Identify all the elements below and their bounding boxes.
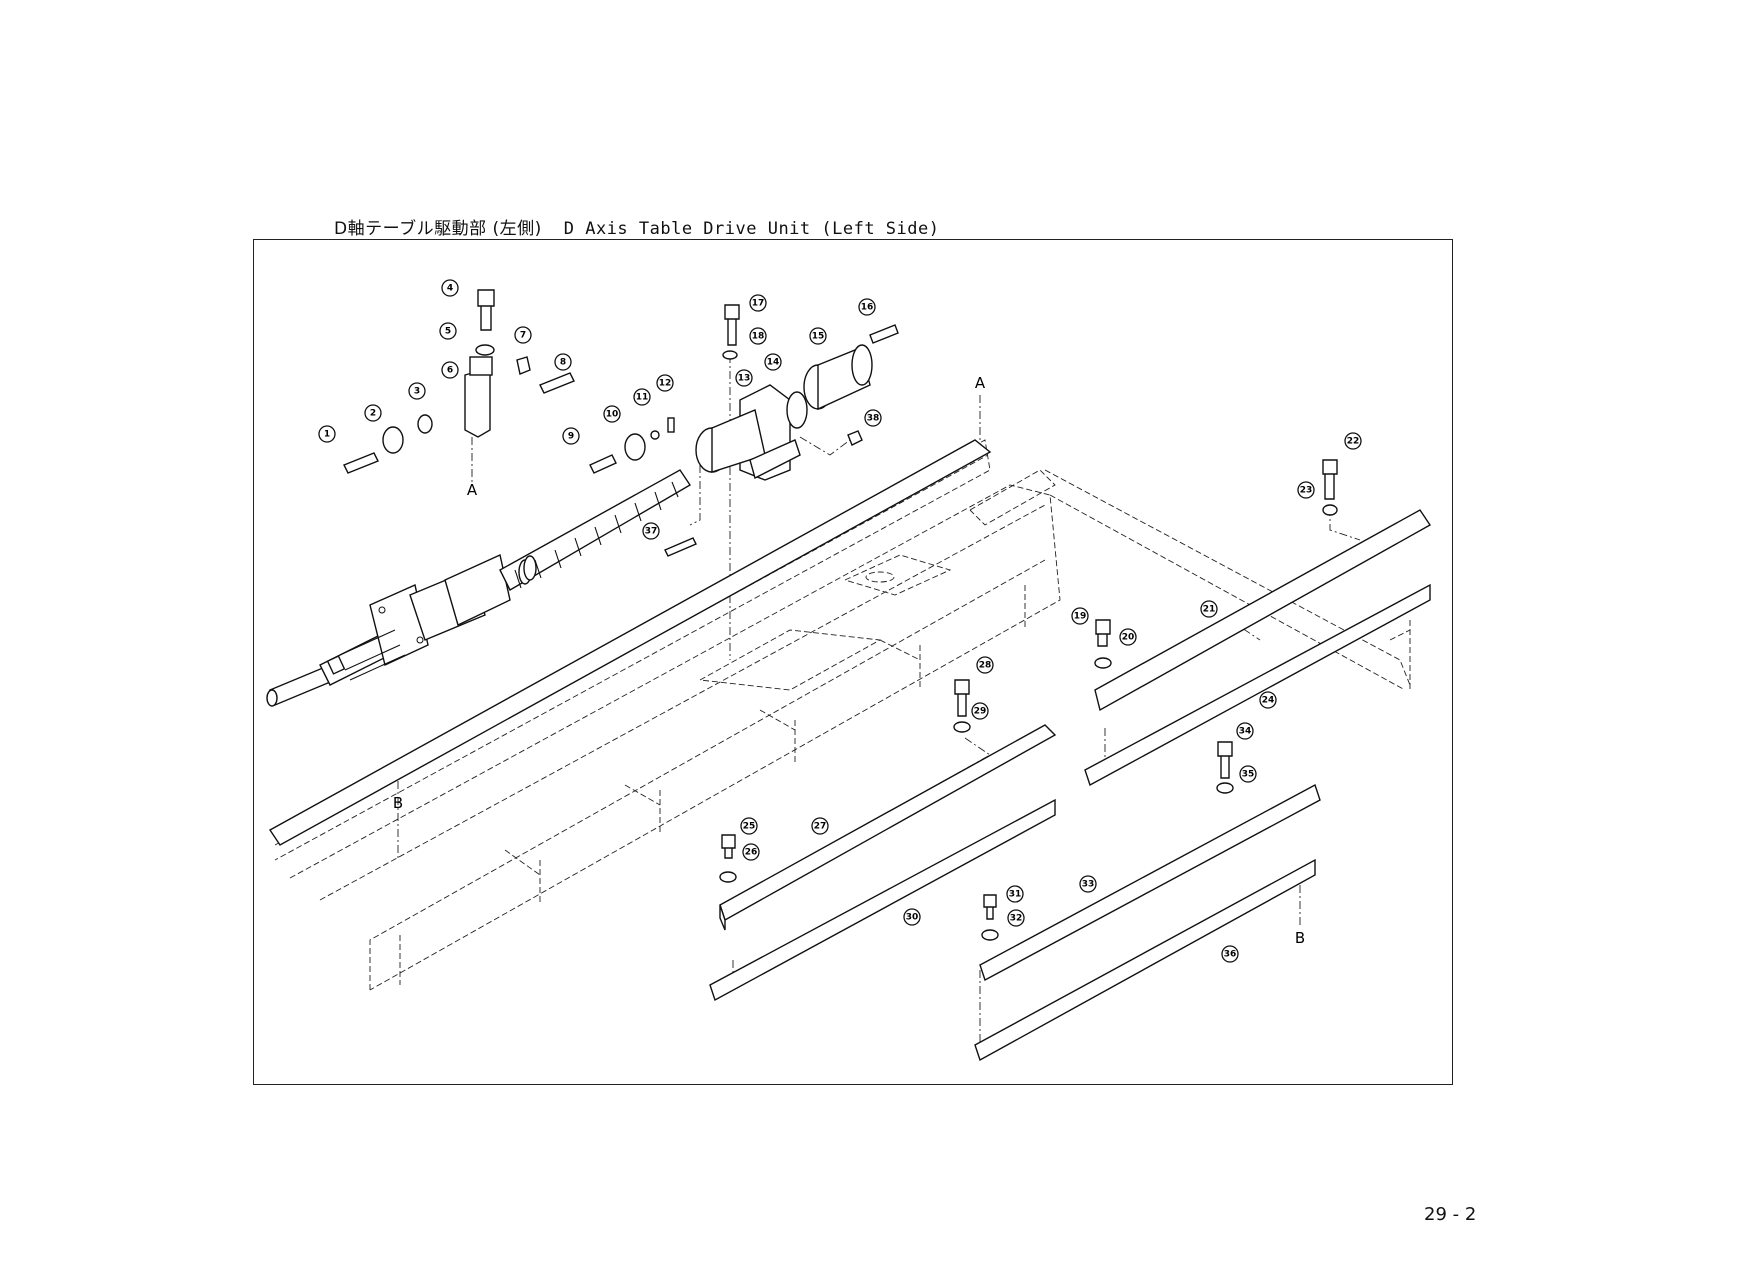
callout-number: 2 bbox=[370, 409, 376, 419]
callout-10: 10 bbox=[604, 406, 620, 422]
ref-b-right: B bbox=[1295, 929, 1305, 947]
callout-number: 19 bbox=[1074, 612, 1087, 622]
callout-number: 11 bbox=[636, 393, 649, 403]
callout-18: 18 bbox=[750, 328, 766, 344]
callout-number: 28 bbox=[979, 661, 992, 671]
callout-number: 5 bbox=[445, 327, 451, 337]
callout-number: 10 bbox=[606, 410, 619, 420]
callout-number: 27 bbox=[814, 822, 827, 832]
ref-b-left: B bbox=[393, 794, 403, 812]
callout-4: 4 bbox=[442, 280, 458, 296]
callout-25: 25 bbox=[741, 818, 757, 834]
callout-16: 16 bbox=[859, 299, 875, 315]
ball-screw bbox=[267, 470, 690, 706]
callout-36: 36 bbox=[1222, 946, 1238, 962]
bearing-housing bbox=[696, 385, 800, 480]
page-number: 29 - 2 bbox=[1424, 1204, 1476, 1225]
ref-a-left: A bbox=[467, 481, 478, 499]
callout-number: 21 bbox=[1203, 605, 1216, 615]
callout-14: 14 bbox=[765, 354, 781, 370]
callout-number: 14 bbox=[767, 358, 780, 368]
callout-38: 38 bbox=[865, 410, 881, 426]
motor-flange bbox=[787, 345, 872, 428]
callout-number: 16 bbox=[861, 303, 874, 313]
callout-number: 34 bbox=[1239, 727, 1252, 737]
linear-rail-upper-right bbox=[1085, 510, 1430, 785]
callout-1: 1 bbox=[319, 426, 335, 442]
callout-number: 30 bbox=[906, 913, 919, 923]
callout-number: 6 bbox=[447, 366, 453, 376]
callout-30: 30 bbox=[904, 909, 920, 925]
callout-19: 19 bbox=[1072, 608, 1088, 624]
callout-number: 24 bbox=[1262, 696, 1275, 706]
callout-6: 6 bbox=[442, 362, 458, 378]
callout-number: 26 bbox=[745, 848, 758, 858]
callout-35: 35 bbox=[1240, 766, 1256, 782]
callout-32: 32 bbox=[1008, 910, 1024, 926]
callout-number: 36 bbox=[1224, 950, 1237, 960]
callout-number: 12 bbox=[659, 379, 672, 389]
callout-number: 8 bbox=[560, 358, 566, 368]
callout-number: 18 bbox=[752, 332, 765, 342]
callout-13: 13 bbox=[736, 370, 752, 386]
callout-5: 5 bbox=[440, 323, 456, 339]
callout-number: 29 bbox=[974, 707, 987, 717]
callout-28: 28 bbox=[977, 657, 993, 673]
callout-number: 13 bbox=[738, 374, 751, 384]
callout-number: 38 bbox=[867, 414, 880, 424]
callout-number: 35 bbox=[1242, 770, 1255, 780]
ref-a-top: A bbox=[975, 374, 986, 392]
callout-number: 37 bbox=[645, 527, 658, 537]
callout-33: 33 bbox=[1080, 876, 1096, 892]
callout-number: 4 bbox=[447, 284, 453, 294]
callout-15: 15 bbox=[810, 328, 826, 344]
callout-number: 31 bbox=[1009, 890, 1022, 900]
callout-number: 17 bbox=[752, 299, 765, 309]
callout-17: 17 bbox=[750, 295, 766, 311]
nut-bracket bbox=[465, 357, 492, 437]
callout-number: 33 bbox=[1082, 880, 1095, 890]
callout-number: 9 bbox=[568, 432, 574, 442]
callout-29: 29 bbox=[972, 703, 988, 719]
callout-number: 3 bbox=[414, 387, 420, 397]
callout-11: 11 bbox=[634, 389, 650, 405]
callout-number: 23 bbox=[1300, 486, 1313, 496]
callout-2: 2 bbox=[365, 405, 381, 421]
callout-7: 7 bbox=[515, 327, 531, 343]
callout-number: 32 bbox=[1010, 914, 1023, 924]
callout-26: 26 bbox=[743, 844, 759, 860]
callout-number: 20 bbox=[1122, 633, 1135, 643]
callout-20: 20 bbox=[1120, 629, 1136, 645]
callout-3: 3 bbox=[409, 383, 425, 399]
callout-number: 7 bbox=[520, 331, 526, 341]
callout-23: 23 bbox=[1298, 482, 1314, 498]
callout-number: 25 bbox=[743, 822, 756, 832]
callout-22: 22 bbox=[1345, 433, 1361, 449]
callout-9: 9 bbox=[563, 428, 579, 444]
callout-37: 37 bbox=[643, 523, 659, 539]
callout-number: 15 bbox=[812, 332, 825, 342]
callout-number: 22 bbox=[1347, 437, 1360, 447]
callout-21: 21 bbox=[1201, 601, 1217, 617]
callout-31: 31 bbox=[1007, 886, 1023, 902]
callout-8: 8 bbox=[555, 354, 571, 370]
callout-34: 34 bbox=[1237, 723, 1253, 739]
callout-number: 1 bbox=[324, 430, 330, 440]
callout-12: 12 bbox=[657, 375, 673, 391]
callout-24: 24 bbox=[1260, 692, 1276, 708]
callout-27: 27 bbox=[812, 818, 828, 834]
